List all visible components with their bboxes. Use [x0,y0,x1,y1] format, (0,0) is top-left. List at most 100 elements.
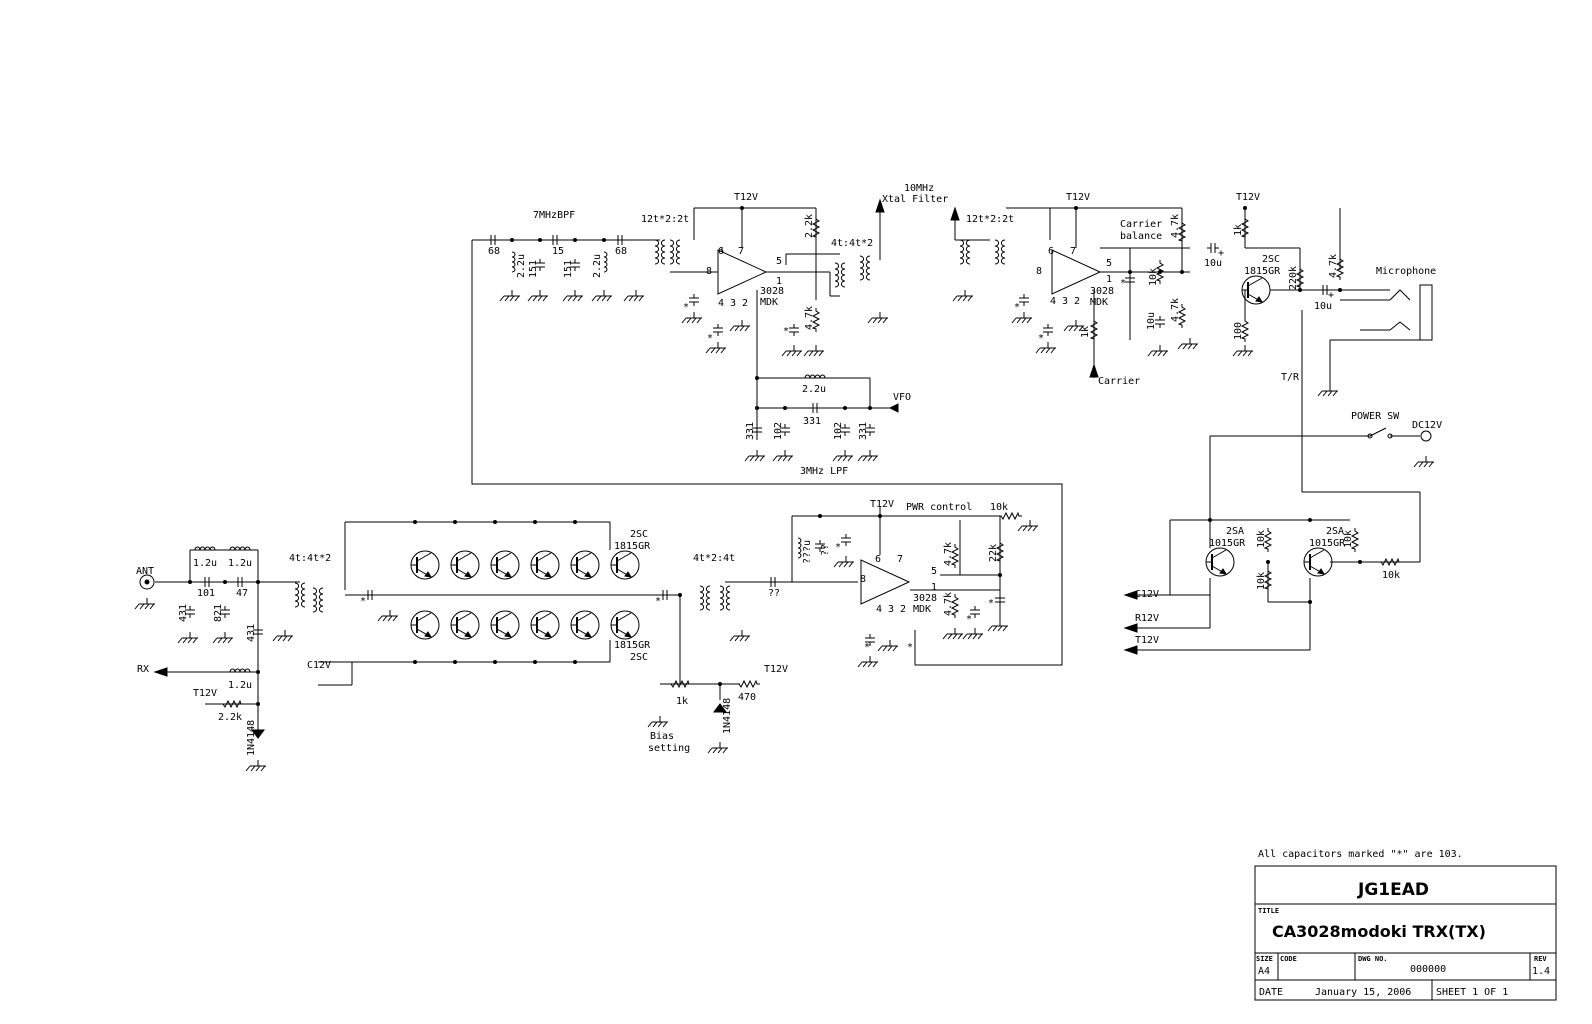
val-22u-a: 2.2u [516,254,527,278]
ic1-pin8: 8 [706,266,712,277]
t12v-mixer1: T12V [734,192,758,203]
star-7: * [360,596,366,607]
val-47: 47 [236,588,248,599]
pwr-control-label: PWR control [906,502,972,513]
star-6: * [1120,278,1126,289]
title-block-size-label: SIZE [1256,955,1273,963]
title-block-code-label: CODE [1280,955,1297,963]
val-22u-lpf: 2.2u [802,384,826,395]
ic2-pin4: 4 [1050,296,1056,307]
ic3-pin3: 3 [888,604,894,615]
tr-label: T/R [1281,372,1300,383]
title-block-title-label: TITLE [1258,907,1279,915]
title-block-dwg-label: DWG NO. [1358,955,1388,963]
star-1: * [683,302,689,313]
ic2-pin5: 5 [1106,258,1112,269]
title-block-title: CA3028modoki TRX(TX) [1272,922,1486,941]
ic2-pin7: 7 [1070,246,1076,257]
power-sw-label: POWER SW [1351,411,1400,422]
val-68a: 68 [488,246,500,257]
ant-label: ANT [136,566,154,577]
plus-2: + [1328,290,1334,301]
ic3-pin8: 8 [860,574,866,585]
val-331-b: 331 [803,416,821,427]
ic3-name: 3028 [913,593,937,604]
val-10k-sw2: 10k [1256,572,1267,590]
dc12v-label: DC12V [1412,420,1442,431]
star-5: * [1038,333,1044,344]
val-821: 821 [213,604,224,622]
val-22k-ant: 2.2k [218,712,242,723]
val-151-b: 151 [563,260,574,278]
val-68b: 68 [615,246,627,257]
star-2: * [707,333,713,344]
val-10k-sw1: 10k [1256,530,1267,548]
ic3-pin4: 4 [876,604,882,615]
xfmr-mixer2-in: 12t*2:2t [966,214,1014,225]
ic3-pin5: 5 [931,566,937,577]
val-10u-mic: 10u [1314,301,1332,312]
ic1-pin1: 1 [776,276,782,287]
components [134,198,1435,772]
xfmr-pa-in: 4t:4t*2 [289,553,331,564]
val-10u-a: 10u [1204,258,1222,269]
val-431-b: 431 [246,624,257,642]
vfo-label: VFO [893,392,911,403]
val-10k-sw4: 10k [1382,570,1400,581]
ic2-suffix: MDK [1090,297,1108,308]
bpf-label: 7MHzBPF [533,210,575,221]
val-331-c: 331 [858,422,869,440]
val-10k-sw3: 10k [1343,530,1354,548]
t12v-ant: T12V [193,688,217,699]
xtal-filter-label-1: 10MHz [904,183,934,194]
ic2-pin3: 3 [1062,296,1068,307]
title-block: JG1EAD TITLE CA3028modoki TRX(TX) SIZE A… [1254,865,1557,1001]
ic3-pin1: 1 [931,582,937,593]
star-11: * [907,642,913,653]
val-10k-cb: 10k [1148,268,1159,286]
val-102-a: 102 [773,422,784,440]
title-block-date: January 15, 2006 [1315,987,1411,998]
val-431-a: 431 [178,604,189,622]
ic1-pin7: 7 [738,246,744,257]
val-47k-mix: 4.7k [804,306,815,330]
val-1n4148-b: 1N4148 [722,698,733,734]
val-12u-a: 1.2u [193,558,217,569]
val-1n4148-a: 1N4148 [246,720,257,756]
audio-type-2: 1815GR [1244,266,1281,277]
r12v-out: R12V [1135,613,1159,624]
val-22k-drv: 22k [988,544,999,562]
title-block-size: A4 [1258,966,1270,977]
xfmr-mixer-out: 4t:4t*2 [831,238,873,249]
title-block-author: JG1EAD [1357,880,1429,900]
pa-type-top-1: 2SC [630,529,648,540]
star-12: * [966,614,972,625]
carrier-balance-label-1: Carrier [1120,219,1162,230]
audio-type-1: 2SC [1262,254,1280,265]
ic1-pin2: 2 [742,298,748,309]
val-47k-cb: 4.7k [1170,214,1181,238]
val-47k-drv2: 4.7k [943,592,954,616]
val-unknown-l: ???u [802,540,813,564]
t12v-driver: T12V [870,499,894,510]
ic1-pin3: 3 [730,298,736,309]
rx-label: RX [137,664,149,675]
sw2-type-2: 1015GR [1309,538,1346,549]
ic1-pin5: 5 [776,256,782,267]
carrier-balance-label-2: balance [1120,231,1162,242]
title-block-rev: 1.4 [1532,966,1550,977]
ic2-pin2: 2 [1074,296,1080,307]
title-block-dwg: 000000 [1410,964,1446,975]
val-22k-mix: 2.2k [804,214,815,238]
ic3-suffix: MDK [913,604,931,615]
val-151-a: 151 [528,260,539,278]
val-101: 101 [197,588,215,599]
title-block-sheet: SHEET 1 OF 1 [1436,987,1508,998]
val-10k-pwr: 10k [990,502,1008,513]
xfmr-pa-out: 4t*2:4t [693,553,735,564]
t12v-out: T12V [1135,635,1159,646]
ic1-suffix: MDK [760,297,778,308]
val-1k-bias: 1k [676,696,688,707]
val-12u-b: 1.2u [228,558,252,569]
